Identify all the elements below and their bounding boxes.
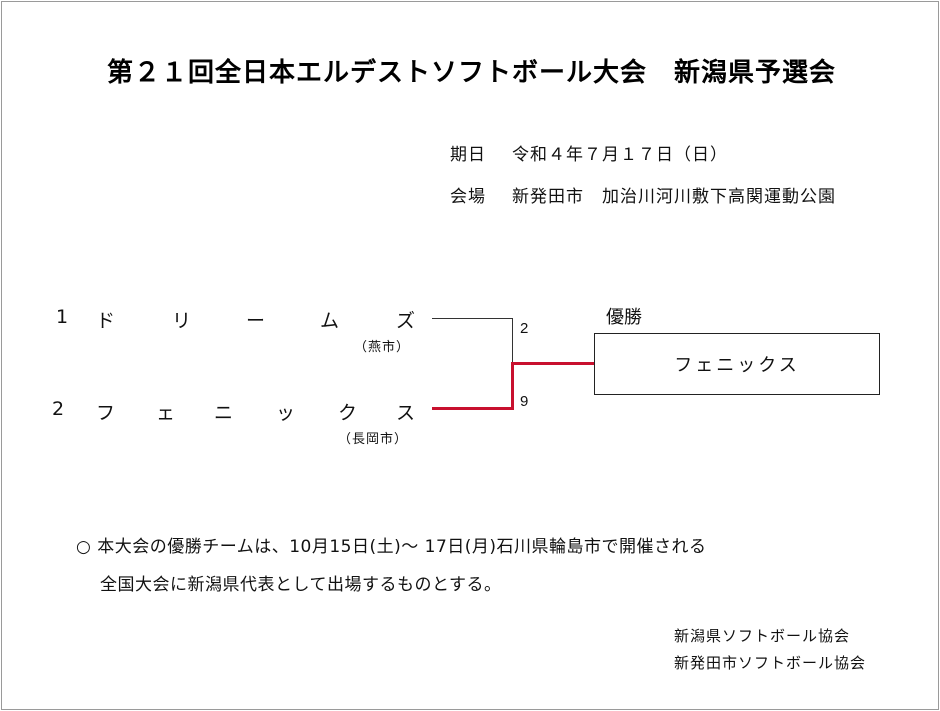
team-name-char: リ [172,310,192,332]
page-title: 第２１回全日本エルデストソフトボール大会 新潟県予選会 [107,58,837,88]
team-city: （長岡市） [338,432,409,447]
team-name-char: ム [320,310,340,332]
team-name-char: ッ [276,402,296,424]
bracket-line-vertical-top [512,318,513,364]
team-entry-2: 2 フ ェ ニ ッ ク ス [50,398,430,424]
bracket-line-final [511,362,595,365]
team-name-char: ド [96,310,116,332]
event-venue: 会場 新発田市 加治川河川敷下高関運動公園 [450,182,836,207]
note-line-2: 全国大会に新潟県代表として出場するものとする。 [100,575,502,595]
event-date: 期日 令和４年７月１７日（日） [450,140,728,165]
score-team1: 2 [520,320,529,337]
date-value: 令和４年７月１７日（日） [512,145,728,165]
team-city: （燕市） [354,340,411,355]
note-line-1: ○ 本大会の優勝チームは、10月15日(土)～ 17日(月)石川県輪島市で開催さ… [76,537,707,557]
score-team2: 9 [520,393,529,410]
team-name-char: ェ [156,402,176,424]
team-seed: 1 [56,306,69,328]
winner-box: フェニックス [594,333,880,395]
bracket-line-team1 [432,318,513,319]
bracket-line-vertical-bottom [511,363,514,410]
team-seed: 2 [52,398,65,420]
venue-value: 新発田市 加治川河川敷下高関運動公園 [512,187,836,207]
winner-label: 優勝 [606,307,642,328]
date-label: 期日 [450,145,486,165]
team-name-char: ニ [214,402,234,424]
team-name-char: ス [396,402,416,424]
winner-name: フェニックス [674,355,800,376]
team-entry-1: 1 ド リ ー ム ズ [50,306,430,332]
team-name-char: ク [338,402,358,424]
team-name-char: フ [96,402,116,424]
organizer-1: 新潟県ソフトボール協会 [674,627,851,645]
team-name-char: ー [246,310,266,332]
venue-label: 会場 [450,187,486,207]
team-name-char: ズ [396,310,416,332]
organizer-2: 新発田市ソフトボール協会 [674,654,867,672]
bracket-line-team2 [432,407,514,410]
